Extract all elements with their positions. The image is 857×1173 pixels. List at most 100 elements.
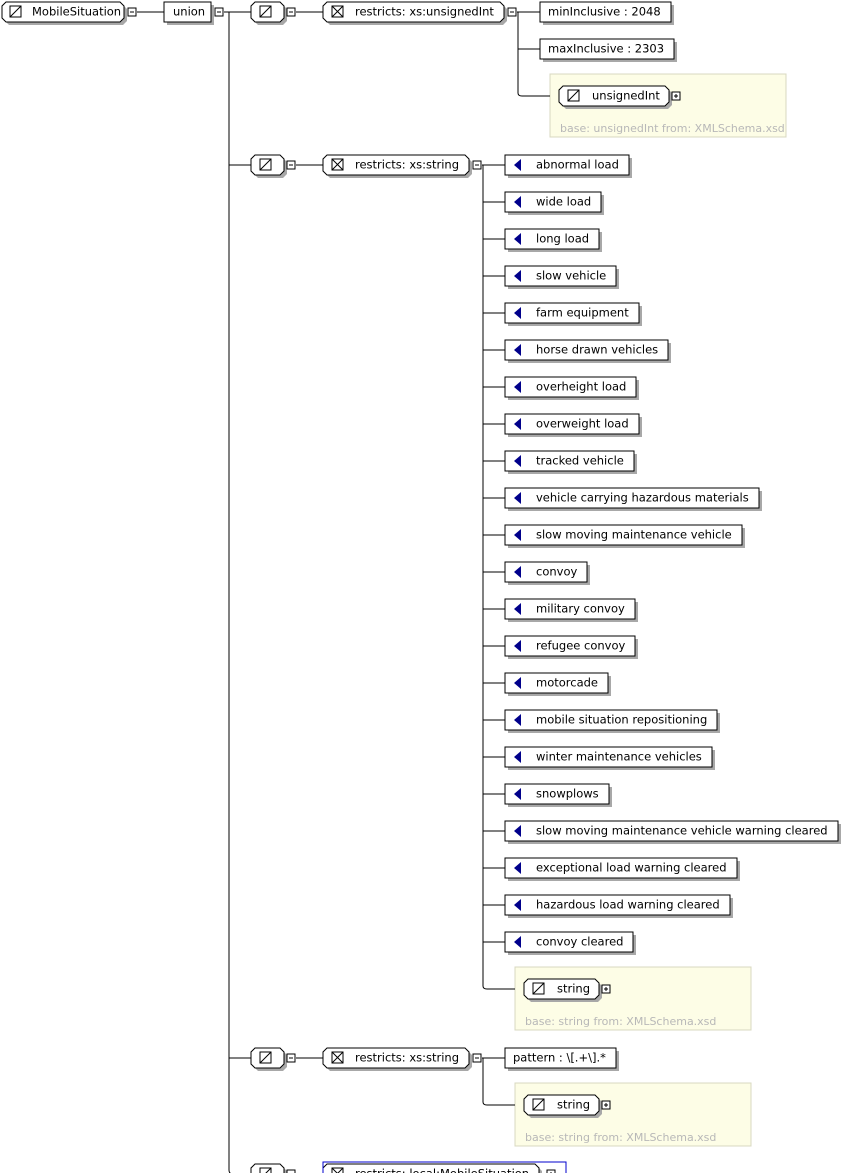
restriction-label: restricts: xs:string [355,1051,459,1065]
enumeration-node[interactable]: motorcade [504,672,611,696]
enumeration-value: slow moving maintenance vehicle warning … [536,824,828,838]
enumeration-icon [514,603,521,615]
enumeration-value: military convoy [536,602,625,616]
enumeration-value: vehicle carrying hazardous materials [536,491,749,505]
enumeration-node[interactable]: farm equipment [504,302,642,326]
restriction-node[interactable]: restricts: local:MobileSituation [322,1163,542,1173]
enumeration-node[interactable]: refugee convoy [504,635,638,659]
facet-node[interactable]: maxInclusive : 2303 [539,38,677,62]
union-node[interactable]: union [163,1,214,25]
base-type-node[interactable]: unsignedInt [558,85,672,109]
connector-line [228,1169,231,1173]
member-collapse-toggle-icon[interactable] [286,1053,296,1063]
connector-line [517,49,550,97]
root-collapse-toggle-icon[interactable] [127,7,137,17]
base-type-node[interactable]: string [523,1094,602,1118]
enumeration-value: exceptional load warning cleared [536,861,727,875]
enumeration-node[interactable]: vehicle carrying hazardous materials [504,487,762,511]
node-frame [504,561,588,583]
enumeration-node[interactable]: slow vehicle [504,265,619,289]
base-type-note: base: string from: XMLSchema.xsd [525,1131,716,1144]
node-frame [539,38,675,60]
enumeration-node[interactable]: hazardous load warning cleared [504,894,733,918]
member-collapse-toggle-icon[interactable] [286,7,296,17]
member-simple-type-node[interactable] [250,1163,287,1173]
node-frame [504,857,738,879]
enumeration-node[interactable]: mobile situation repositioning [504,709,720,733]
simple-type-icon [259,158,272,171]
restriction-collapse-toggle-icon[interactable] [507,7,517,17]
enumeration-node[interactable]: tracked vehicle [504,450,637,474]
enumeration-value: wide load [536,195,591,209]
enumeration-node[interactable]: wide load [504,191,604,215]
enumeration-value: snowplows [536,787,599,801]
node-frame [504,450,635,472]
enumeration-icon [514,492,521,504]
member-simple-type-node[interactable] [250,154,287,178]
node-frame [558,85,670,107]
node-frame [504,1047,617,1069]
base-type-expand-toggle-icon[interactable] [601,984,611,994]
node-frame [322,1047,470,1069]
node-frame [504,302,640,324]
enumeration-node[interactable]: snowplows [504,783,612,807]
node-frame [504,894,731,916]
enumeration-node[interactable]: slow moving maintenance vehicle [504,524,745,548]
union-collapse-toggle-icon[interactable] [214,7,224,17]
restriction-node[interactable]: restricts: xs:string [322,1047,472,1071]
union-label: union [173,5,205,19]
enumeration-value: hazardous load warning cleared [536,898,720,912]
enumeration-value: farm equipment [536,306,629,320]
enumeration-node[interactable]: slow moving maintenance vehicle warning … [504,820,841,844]
facet-value: minInclusive : 2048 [548,5,661,19]
enumeration-node[interactable]: convoy [504,561,590,585]
base-type-expand-toggle-icon[interactable] [671,91,681,101]
enumeration-node[interactable]: abnormal load [504,154,632,178]
facet-value: maxInclusive : 2303 [548,42,664,56]
facet-node[interactable]: minInclusive : 2048 [539,1,674,25]
enumeration-value: long load [536,232,589,246]
enumeration-icon [514,270,521,282]
enumeration-node[interactable]: military convoy [504,598,638,622]
restriction-collapse-toggle-icon[interactable] [472,1053,482,1063]
enumeration-value: tracked vehicle [536,454,624,468]
enumeration-node[interactable]: overheight load [504,376,639,400]
restriction-node[interactable]: restricts: xs:unsignedInt [322,1,507,25]
enumeration-icon [514,455,521,467]
facet-node[interactable]: pattern : \[.+\].* [504,1047,619,1071]
member-collapse-toggle-icon[interactable] [286,160,296,170]
enumeration-icon [514,566,521,578]
enumeration-icon [514,344,521,356]
restriction-collapse-toggle-icon[interactable] [472,160,482,170]
restriction-node[interactable]: restricts: xs:string [322,154,472,178]
restriction-label: restricts: xs:string [355,158,459,172]
enumeration-value: motorcade [536,676,598,690]
enumeration-node[interactable]: winter maintenance vehicles [504,746,715,770]
enumeration-node[interactable]: convoy cleared [504,931,636,955]
enumeration-icon [514,418,521,430]
node-frame [163,1,212,23]
node-frame [322,1,505,23]
enumeration-value: abnormal load [536,158,619,172]
enumeration-node[interactable]: long load [504,228,602,252]
node-frame [322,154,470,176]
member-simple-type-node[interactable] [250,1,287,25]
enumeration-value: convoy [536,565,577,579]
enumeration-icon [514,307,521,319]
base-type-node[interactable]: string [523,978,602,1002]
enumeration-node[interactable]: exceptional load warning cleared [504,857,740,881]
enumeration-node[interactable]: overweight load [504,413,642,437]
enumeration-value: refugee convoy [536,639,625,653]
member-simple-type-node[interactable] [250,1047,287,1071]
enumeration-value: convoy cleared [536,935,623,949]
enumeration-icon [514,714,521,726]
member-collapse-toggle-icon[interactable] [286,1169,296,1173]
enumeration-node[interactable]: horse drawn vehicles [504,339,671,363]
root-simple-type-node[interactable]: MobileSituation [1,1,127,25]
connector-line [482,942,515,990]
base-type-expand-toggle-icon[interactable] [601,1100,611,1110]
node-frame [1,1,125,23]
node-frame [504,820,839,842]
enumeration-icon [514,825,521,837]
enumeration-value: slow moving maintenance vehicle [536,528,732,542]
